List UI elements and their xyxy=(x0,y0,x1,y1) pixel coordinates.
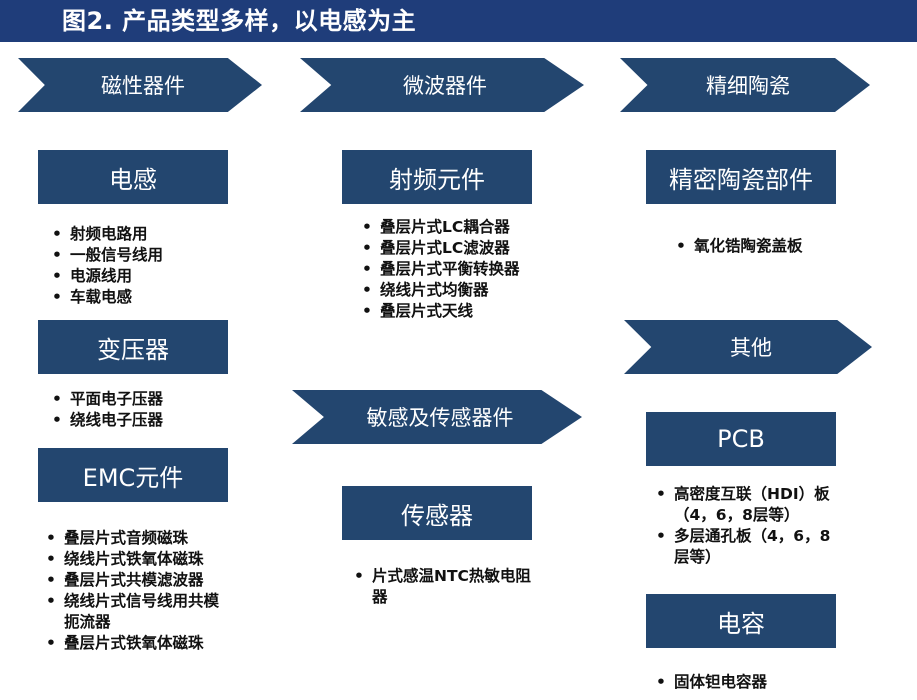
category-label: 微波器件 xyxy=(403,74,487,98)
list-item: 氧化锆陶瓷盖板 xyxy=(676,236,876,257)
item-list-capacitor: 固体钽电容器 xyxy=(656,672,842,693)
item-list-transformer: 平面电子压器 绕线电子压器 xyxy=(52,389,272,431)
category-arrow-magnetic: 磁性器件 xyxy=(18,58,262,112)
list-item: 车载电感 xyxy=(52,287,272,308)
group-box-capacitor: 电容 xyxy=(646,594,836,648)
group-box-inductor: 电感 xyxy=(38,150,228,204)
list-item: 平面电子压器 xyxy=(52,389,272,410)
group-box-emc: EMC元件 xyxy=(38,448,228,502)
list-item: 叠层片式天线 xyxy=(362,301,548,322)
list-item: 高密度互联（HDI）板（4，6，8层等） xyxy=(656,484,842,526)
list-item: 绕线电子压器 xyxy=(52,410,272,431)
list-item: 叠层片式LC耦合器 xyxy=(362,217,548,238)
category-label: 敏感及传感器件 xyxy=(366,406,514,430)
group-box-ceramic-part: 精密陶瓷部件 xyxy=(646,150,836,204)
item-list-emc: 叠层片式音频磁珠 绕线片式铁氧体磁珠 叠层片式共模滤波器 绕线片式信号线用共模扼… xyxy=(46,528,230,654)
list-item: 绕线片式信号线用共模扼流器 xyxy=(46,591,230,633)
item-list-ceramic-part: 氧化锆陶瓷盖板 xyxy=(676,236,876,257)
category-arrow-sensitive: 敏感及传感器件 xyxy=(292,390,582,444)
list-item: 叠层片式平衡转换器 xyxy=(362,259,548,280)
list-item: 多层通孔板（4，6，8层等） xyxy=(656,526,842,568)
list-item: 绕线片式铁氧体磁珠 xyxy=(46,549,230,570)
group-box-rf: 射频元件 xyxy=(342,150,532,204)
category-arrow-ceramics: 精细陶瓷 xyxy=(620,58,870,112)
list-item: 绕线片式均衡器 xyxy=(362,280,548,301)
list-item: 射频电路用 xyxy=(52,224,272,245)
list-item: 一般信号线用 xyxy=(52,245,272,266)
category-arrow-microwave: 微波器件 xyxy=(300,58,584,112)
list-item: 固体钽电容器 xyxy=(656,672,842,693)
group-box-transformer: 变压器 xyxy=(38,320,228,374)
list-item: 片式感温NTC热敏电阻器 xyxy=(354,566,536,608)
item-list-rf: 叠层片式LC耦合器 叠层片式LC滤波器 叠层片式平衡转换器 绕线片式均衡器 叠层… xyxy=(362,217,548,322)
list-item: 叠层片式LC滤波器 xyxy=(362,238,548,259)
group-box-pcb: PCB xyxy=(646,412,836,466)
group-box-sensor: 传感器 xyxy=(342,486,532,540)
category-arrow-other: 其他 xyxy=(624,320,872,374)
list-item: 叠层片式共模滤波器 xyxy=(46,570,230,591)
list-item: 叠层片式音频磁珠 xyxy=(46,528,230,549)
list-item: 电源线用 xyxy=(52,266,272,287)
item-list-pcb: 高密度互联（HDI）板（4，6，8层等） 多层通孔板（4，6，8层等） xyxy=(656,484,842,568)
category-label: 磁性器件 xyxy=(101,74,185,98)
item-list-sensor: 片式感温NTC热敏电阻器 xyxy=(354,566,536,608)
category-label: 其他 xyxy=(730,336,772,360)
category-label: 精细陶瓷 xyxy=(706,74,790,98)
figure-title: 图2. 产品类型多样，以电感为主 xyxy=(0,0,917,42)
item-list-inductor: 射频电路用 一般信号线用 电源线用 车载电感 xyxy=(52,224,272,308)
list-item: 叠层片式铁氧体磁珠 xyxy=(46,633,230,654)
